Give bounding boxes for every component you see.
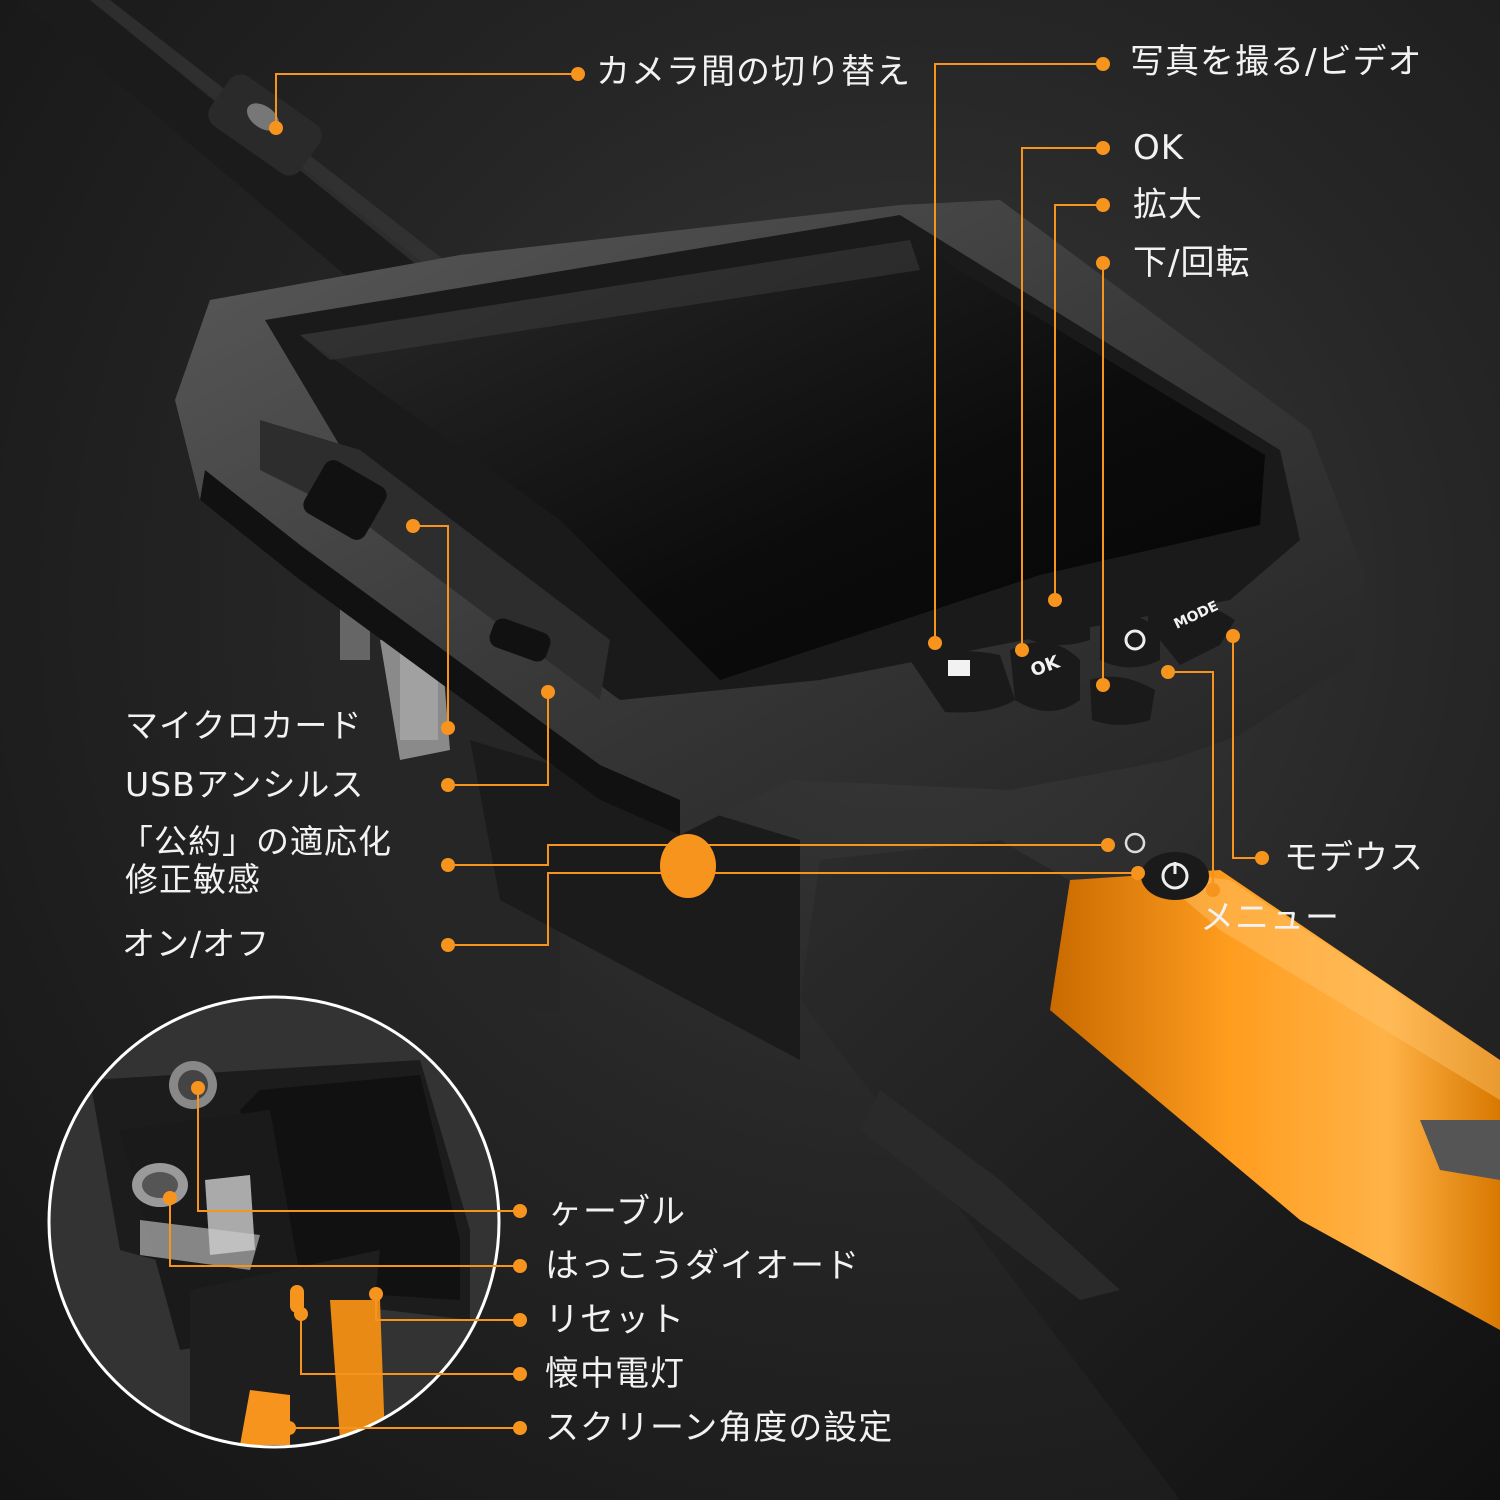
label-photo-video: 写真を撮る/ビデオ (1130, 42, 1423, 82)
label-camera-switch: カメラ間の切り替え (596, 52, 911, 92)
label-cable: ヶーブル (548, 1192, 686, 1232)
power-button-art (1124, 832, 1209, 900)
label-zoom: 拡大 (1133, 185, 1203, 225)
label-adaptive-line2: 修正敏感 (125, 860, 261, 899)
label-led: はっこうダイオード (545, 1246, 860, 1286)
label-micro-card: マイクロカード (125, 706, 363, 745)
label-menu: メニュー (1200, 898, 1340, 938)
label-flashlight: 懐中電灯 (545, 1354, 685, 1394)
label-screen-angle: スクリーン角度の設定 (545, 1408, 894, 1448)
label-reset: リセット (545, 1300, 685, 1340)
label-adaptive-line1: 「公約」の適応化 (120, 822, 392, 861)
handle (800, 840, 1500, 1500)
inset-view (47, 995, 501, 1449)
label-down-rotate: 下/回転 (1133, 243, 1251, 283)
label-mode: モデウス (1284, 838, 1424, 878)
leader-lines (169, 63, 1262, 1429)
label-ok: OK (1133, 128, 1185, 168)
leader-dots (163, 57, 1269, 1435)
label-on-off: オン/オフ (122, 924, 271, 963)
label-usb: USBアンシルス (125, 765, 365, 804)
